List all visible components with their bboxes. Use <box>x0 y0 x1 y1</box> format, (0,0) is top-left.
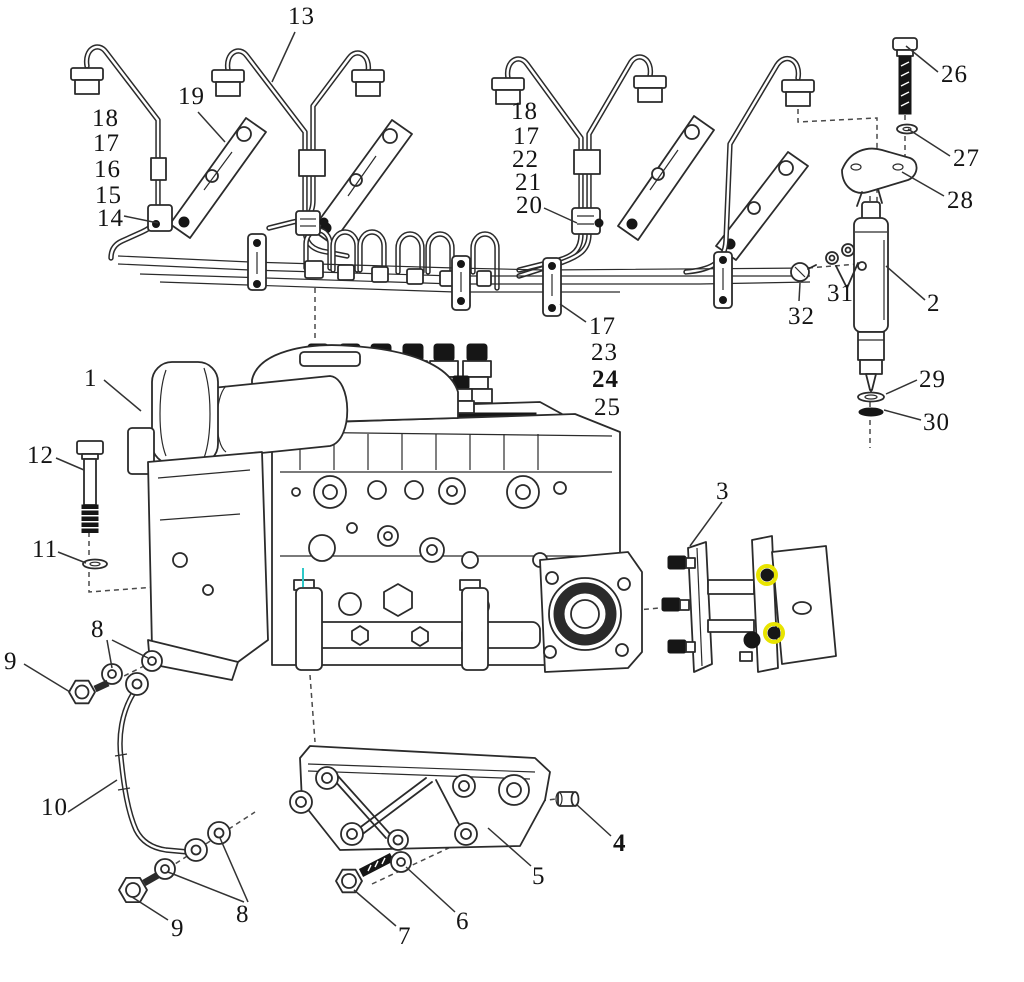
leader-line-8-upper <box>106 639 113 669</box>
callout-21: 21 <box>515 169 542 196</box>
leader-line-10 <box>67 779 118 813</box>
injection-pipe-harness <box>70 44 815 317</box>
pump-assembly <box>127 343 643 681</box>
leader-line-11 <box>57 551 87 564</box>
callout-20: 20 <box>516 192 543 219</box>
leader-line-8-lower <box>219 837 249 903</box>
governor-housing <box>127 344 459 681</box>
leader-line-5 <box>487 827 532 867</box>
callout-19: 19 <box>178 83 205 110</box>
pipe-fittings <box>70 67 815 107</box>
washer-30 <box>858 407 884 417</box>
leader-line-29 <box>885 379 918 395</box>
leader-line-6 <box>405 866 456 913</box>
banjo-washers-8-lower <box>154 821 231 880</box>
leader-line-12 <box>55 457 85 471</box>
leader-line-8-upper <box>111 639 149 659</box>
leader-line-13 <box>271 31 296 83</box>
callout-30: 30 <box>923 409 950 436</box>
callout-17-left: 17 <box>93 130 120 157</box>
callout-6: 6 <box>456 908 470 935</box>
callout-29: 29 <box>919 366 946 393</box>
callout-14: 14 <box>97 205 124 232</box>
leader-line-14 <box>123 215 159 224</box>
fuel-pipe-10 <box>114 672 208 862</box>
callout-17-mid: 17 <box>589 313 616 340</box>
callout-1: 1 <box>84 365 98 392</box>
callout-9-lower: 9 <box>171 915 185 942</box>
leader-line-1 <box>103 379 142 412</box>
callout-15: 15 <box>95 182 122 209</box>
callout-18-left: 18 <box>92 105 119 132</box>
callout-10: 10 <box>41 794 68 821</box>
callout-22: 22 <box>512 146 539 173</box>
washer-11 <box>82 558 108 570</box>
leader-line-20 <box>543 207 578 224</box>
pipe-clamps-small <box>147 204 604 236</box>
leader-line-8-lower <box>167 871 245 903</box>
pipe-clamp-plates <box>247 233 733 317</box>
seal-rings-31 <box>825 243 859 289</box>
plug-4 <box>555 791 580 807</box>
callout-13: 13 <box>288 3 315 30</box>
leader-line-32 <box>798 282 801 302</box>
callout-16: 16 <box>94 156 121 183</box>
leader-line-30 <box>883 409 922 421</box>
leader-line-19 <box>197 111 226 143</box>
callout-25: 25 <box>594 394 621 421</box>
leader-line-3 <box>689 501 723 547</box>
bolt-12 <box>76 440 104 533</box>
banjo-bolt-9-lower <box>118 871 160 903</box>
callout-32: 32 <box>788 303 815 330</box>
callout-11: 11 <box>32 536 59 563</box>
callout-23: 23 <box>591 339 618 366</box>
callout-26: 26 <box>941 61 968 88</box>
injector-clamp-28 <box>841 147 918 207</box>
callout-27: 27 <box>953 145 980 172</box>
leader-line-28 <box>901 171 945 197</box>
callout-31: 31 <box>827 280 854 307</box>
leader-line-27 <box>907 128 951 157</box>
leader-line-9-lower <box>131 896 169 921</box>
callout-17-right: 17 <box>513 123 540 150</box>
leader-line-2 <box>885 265 926 301</box>
callout-24: 24 <box>592 366 619 393</box>
pipe-mounting-brackets <box>169 115 809 261</box>
callout-5: 5 <box>532 863 546 890</box>
bolt-7 <box>335 853 395 894</box>
leader-line-4 <box>575 803 612 837</box>
injector-2 <box>853 201 889 396</box>
leader-line-9-upper <box>23 663 71 693</box>
callout-4: 4 <box>613 830 627 857</box>
mounting-flange <box>539 551 643 673</box>
callout-12: 12 <box>27 442 54 469</box>
banjo-bolt-9-upper <box>68 679 110 705</box>
callout-3: 3 <box>716 478 730 505</box>
bolt-32 <box>790 262 817 282</box>
callout-28: 28 <box>947 187 974 214</box>
clamp-bolt-26 <box>892 37 918 115</box>
washer-29 <box>857 391 885 403</box>
callout-18-right: 18 <box>511 98 538 125</box>
leader-line-7 <box>353 889 397 927</box>
callout-8-upper: 8 <box>91 616 105 643</box>
callout-7: 7 <box>398 923 412 950</box>
leader-line-17-mid <box>559 303 587 323</box>
support-bracket-5 <box>289 745 551 851</box>
leader-line-26 <box>905 45 939 73</box>
banjo-washers-8-upper <box>101 650 163 685</box>
callout-9-upper: 9 <box>4 648 18 675</box>
callout-2: 2 <box>927 290 941 317</box>
callout-8-lower: 8 <box>236 901 250 928</box>
injector-assembly <box>790 37 918 417</box>
bracket-assembly-3 <box>661 535 837 673</box>
leader-lines <box>23 31 951 927</box>
